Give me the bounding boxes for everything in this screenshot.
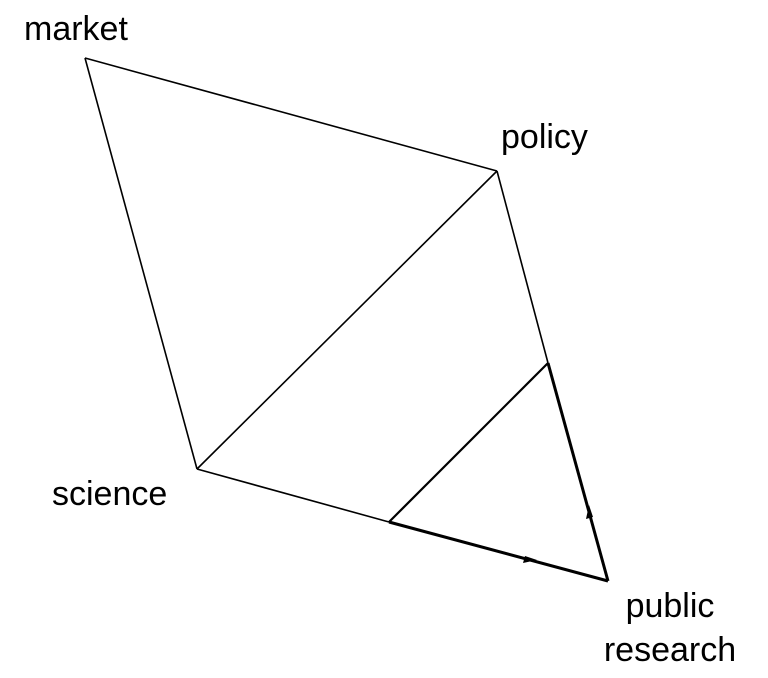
edge-policy-science	[196, 170, 498, 470]
edge-to-public-research-bottom	[388, 520, 609, 583]
edge-policy-mid	[496, 170, 549, 364]
edge-market-science	[84, 57, 198, 470]
edge-science-mid	[196, 468, 390, 523]
node-label-public-research-line1: public	[625, 587, 715, 625]
node-label-policy: policy	[501, 118, 588, 156]
node-label-market: market	[24, 10, 128, 48]
node-label-public-research-line2: research	[603, 631, 737, 669]
edge-market-policy	[84, 57, 498, 172]
arrowhead-bottom-edge	[523, 556, 537, 563]
edge-inner-parallel	[388, 362, 549, 523]
node-label-science: science	[52, 475, 168, 513]
arrowhead-right-edge	[586, 505, 593, 519]
node-label-public-research: public research	[594, 584, 746, 672]
edge-to-public-research-right	[546, 362, 610, 582]
